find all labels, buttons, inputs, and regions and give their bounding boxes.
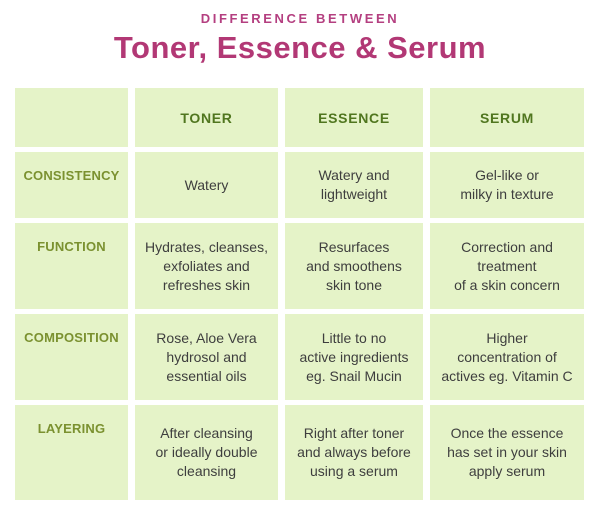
- cell-composition-toner: Rose, Aloe Vera hydrosol and essential o…: [135, 314, 278, 400]
- cell-composition-serum: Higher concentration of actives eg. Vita…: [430, 314, 584, 400]
- kicker-text: DIFFERENCE BETWEEN: [200, 11, 400, 26]
- row-label-layering: LAYERING: [15, 405, 128, 500]
- column-header-toner: TONER: [135, 88, 278, 147]
- column-header-essence: ESSENCE: [285, 88, 423, 147]
- column-header-serum: SERUM: [430, 88, 584, 147]
- cell-consistency-serum: Gel-like or milky in texture: [430, 152, 584, 218]
- row-label-function: FUNCTION: [15, 223, 128, 309]
- cell-consistency-essence: Watery and lightweight: [285, 152, 423, 218]
- cell-composition-essence: Little to no active ingredients eg. Snai…: [285, 314, 423, 400]
- cell-layering-toner: After cleansing or ideally double cleans…: [135, 405, 278, 500]
- cell-function-serum: Correction and treatment of a skin conce…: [430, 223, 584, 309]
- header: DIFFERENCE BETWEEN Toner, Essence & Seru…: [0, 0, 600, 65]
- row-label-consistency: CONSISTENCY: [15, 152, 128, 218]
- cell-consistency-toner: Watery: [135, 152, 278, 218]
- cell-function-essence: Resurfaces and smoothens skin tone: [285, 223, 423, 309]
- row-label-composition: COMPOSITION: [15, 314, 128, 400]
- page-title: Toner, Essence & Serum: [113, 30, 487, 65]
- corner-cell: [15, 88, 128, 147]
- cell-layering-essence: Right after toner and always before usin…: [285, 405, 423, 500]
- comparison-table: TONER ESSENCE SERUM CONSISTENCY Watery W…: [15, 88, 584, 500]
- cell-layering-serum: Once the essence has set in your skin ap…: [430, 405, 584, 500]
- cell-function-toner: Hydrates, cleanses, exfoliates and refre…: [135, 223, 278, 309]
